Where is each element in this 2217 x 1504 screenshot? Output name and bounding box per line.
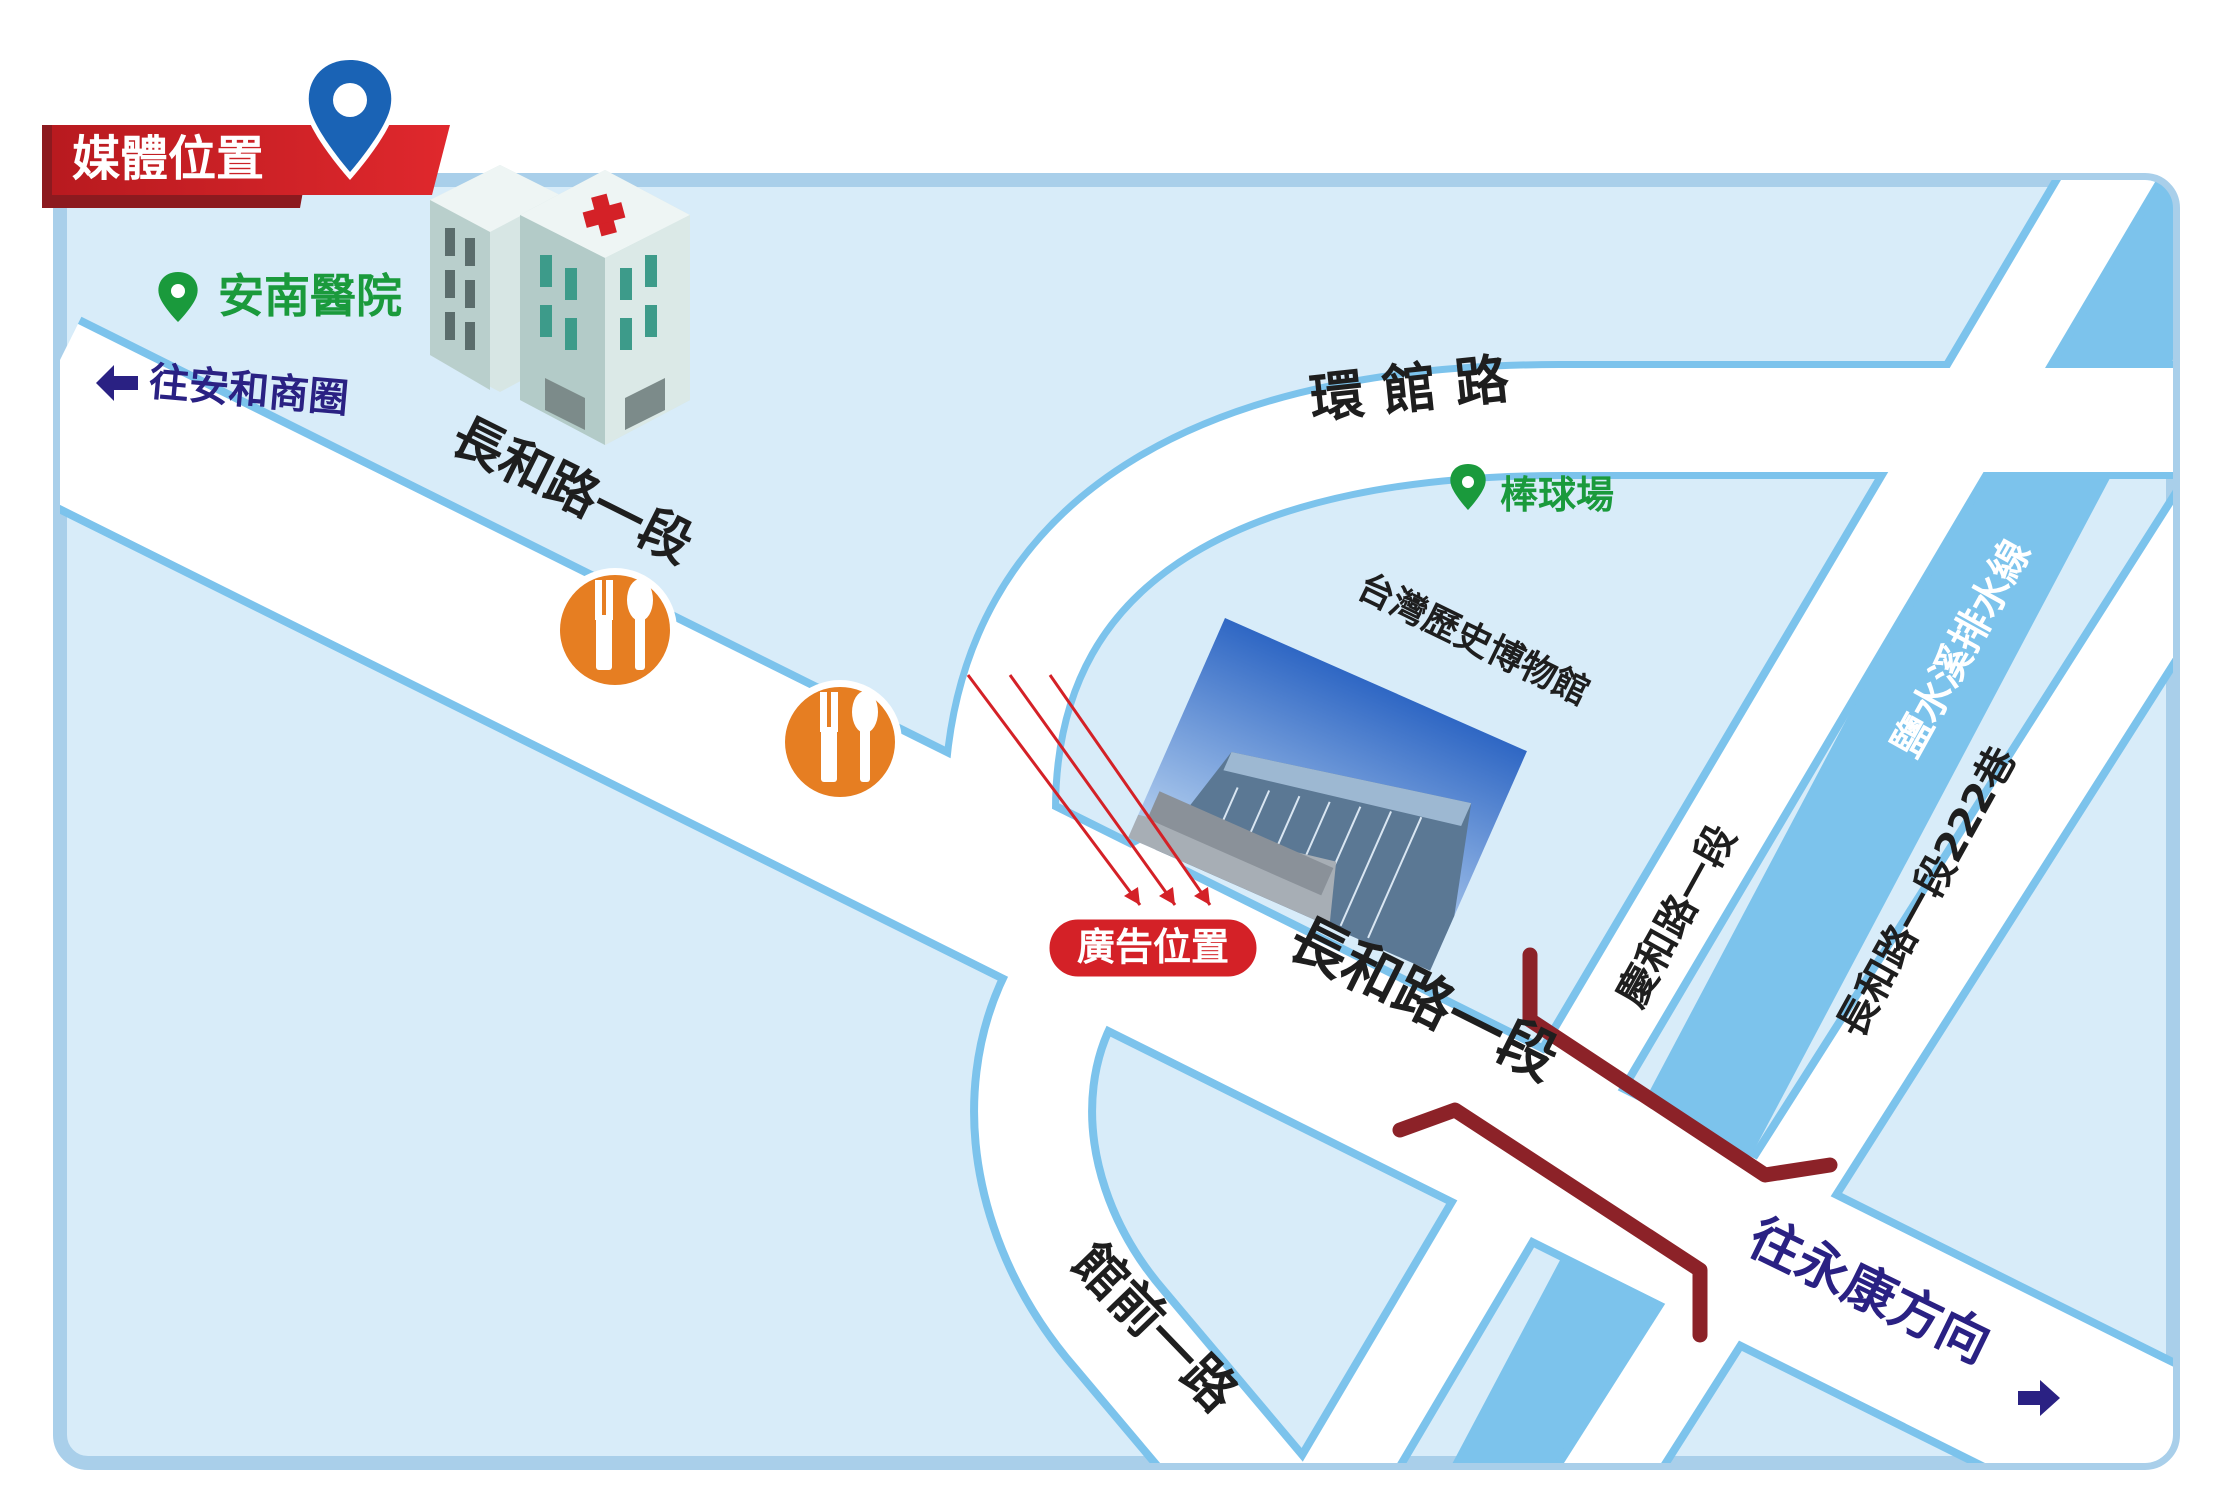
restaurant-icon — [553, 568, 677, 692]
poi-baseball: 棒球場 — [1450, 464, 1614, 517]
ad-pointer-arrows — [966, 674, 1212, 906]
poi-hospital-label: 安南醫院 — [218, 269, 402, 323]
arrow-right-icon — [2018, 1380, 2060, 1416]
road-huanguan — [948, 368, 2173, 811]
restaurant-icon — [778, 680, 902, 804]
location-pin-icon — [158, 272, 198, 322]
ad-location-badge: 廣告位置 — [1046, 916, 1260, 980]
museum-photo — [1128, 618, 1527, 971]
road-qinghe — [1274, 180, 2173, 1463]
hospital-building-icon — [430, 165, 690, 445]
location-pin-icon — [303, 55, 397, 180]
road-lane222 — [1535, 438, 2173, 1463]
poi-baseball-label: 棒球場 — [1500, 473, 1614, 517]
ad-location-label: 廣告位置 — [1077, 925, 1229, 969]
location-pin-icon — [1450, 464, 1486, 510]
arrow-left-icon — [96, 365, 138, 401]
poi-hospital: 安南醫院 — [158, 269, 402, 323]
bridge-marker — [1392, 947, 1838, 1343]
header-title: 媒體位置 — [72, 131, 264, 187]
